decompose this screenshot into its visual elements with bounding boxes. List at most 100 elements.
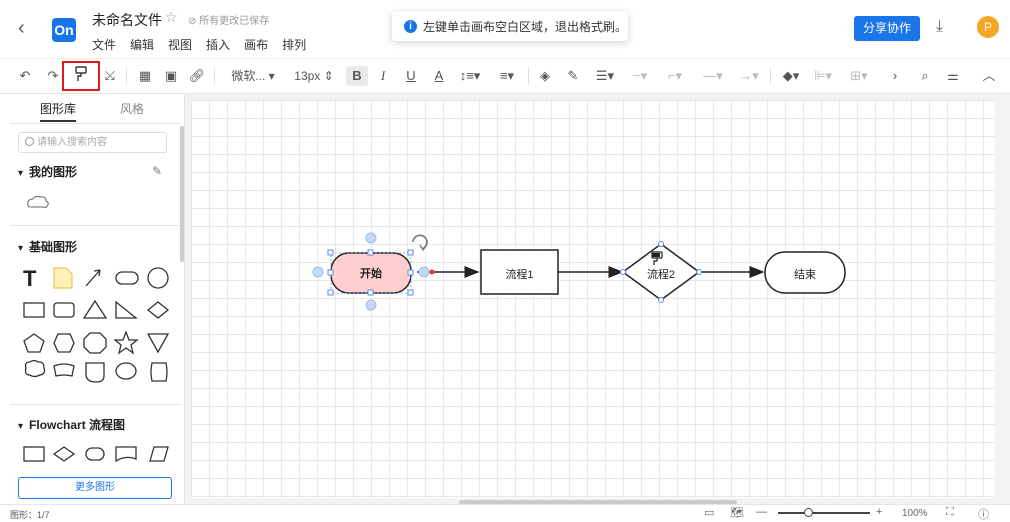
download-icon[interactable]: ⤓ (936, 18, 944, 35)
horizontal-scrollbar[interactable] (459, 500, 737, 504)
search-input[interactable]: 请输入搜索内容 (18, 132, 167, 153)
zoom-in-icon[interactable]: + (876, 506, 883, 518)
zoom-slider-handle[interactable] (804, 508, 813, 517)
section-my-shapes[interactable]: 我的图形 (18, 163, 77, 180)
underline-button[interactable]: U (406, 68, 416, 83)
menu-arrange[interactable]: 排列 (282, 38, 307, 52)
menu-view[interactable]: 视图 (168, 38, 193, 52)
font-size-select[interactable]: 13px ⇕ (294, 69, 334, 83)
bold-button[interactable]: B (346, 66, 368, 86)
italic-button[interactable]: I (380, 68, 386, 83)
page-layout-icon[interactable]: ▭ (704, 507, 715, 519)
toolbar-separator (214, 68, 215, 84)
distribute-icon[interactable]: ⊫▾ (814, 68, 832, 83)
find-replace-icon[interactable]: ⌕ (921, 68, 929, 83)
more-shapes-button[interactable]: 更多图形 (18, 477, 172, 499)
font-color-button[interactable]: A (434, 68, 444, 83)
wave-shape-icon (53, 363, 75, 377)
link-icon[interactable]: 🔗︎ (188, 68, 206, 83)
clear-format-icon[interactable]: ⤩ (104, 68, 116, 83)
line-end-icon[interactable]: →▾ (739, 68, 759, 83)
line-spacing-icon[interactable]: ↕≡▾ (459, 68, 481, 83)
menu-canvas[interactable]: 画布 (244, 38, 269, 52)
star-icon[interactable]: ☆ (165, 9, 178, 25)
ellipse-shape-icon (115, 362, 137, 380)
circle-shape-icon (147, 267, 169, 289)
barrel-shape-icon (150, 362, 168, 382)
arrow-shape-icon (85, 269, 101, 287)
chevron-right-icon[interactable]: › (892, 68, 898, 83)
app-logo: On (52, 18, 76, 42)
format-painter-cursor-icon (651, 251, 663, 265)
back-chevron-icon[interactable]: ‹ (18, 17, 25, 39)
cloud-shape-icon[interactable] (26, 194, 50, 210)
document-shape-icon (85, 362, 105, 383)
line-style-icon[interactable]: ┄▾ (632, 68, 648, 83)
menu-file[interactable]: 文件 (92, 38, 117, 52)
line-color-icon[interactable]: ✎ (567, 68, 579, 83)
avatar[interactable]: P (977, 16, 999, 38)
layers-icon[interactable]: ◆▾ (782, 68, 800, 83)
undo-icon[interactable]: ↶ (19, 68, 31, 83)
rectangle-shape-icon (23, 302, 45, 318)
document-flow-shape-icon (115, 446, 137, 463)
zoom-level[interactable]: 100% (902, 508, 928, 519)
text-shape-icon: T (23, 266, 37, 291)
menu-insert[interactable]: 插入 (206, 38, 231, 52)
save-status: ⊘ 所有更改已保存 (188, 16, 270, 27)
tab-style[interactable]: 风格 (120, 102, 145, 116)
pentagon-shape-icon (23, 333, 45, 353)
sidebar-scrollbar[interactable] (180, 126, 184, 262)
zoom-out-icon[interactable]: — (756, 506, 767, 518)
font-family-select[interactable]: 微软... ▾ (231, 69, 275, 83)
zoom-slider[interactable] (778, 512, 870, 514)
triangle-shape-icon (82, 299, 108, 319)
align-icon[interactable]: ≡▾ (499, 68, 515, 83)
cloud-shape-icon (24, 359, 46, 378)
highlight-box (62, 61, 100, 91)
menu-edit[interactable]: 编辑 (130, 38, 155, 52)
redo-icon[interactable]: ↷ (47, 68, 59, 83)
rounded-rect-shape-icon (115, 271, 139, 285)
edit-pencil-icon[interactable]: ✎ (152, 164, 163, 178)
tab-underline (40, 120, 76, 122)
inverted-triangle-shape-icon (146, 333, 170, 354)
node-process1-label: 流程1 (505, 269, 534, 281)
section-basic-shapes[interactable]: 基础图形 (18, 238, 77, 255)
fullscreen-icon[interactable]: ⛶ (946, 506, 954, 518)
canvas-page[interactable] (191, 100, 995, 498)
fill-pattern-icon[interactable]: ▦ (138, 68, 152, 83)
node-process2-label: 流程2 (646, 269, 676, 281)
node-end (764, 251, 846, 294)
minimap-icon[interactable]: 🗺︎ (730, 507, 744, 519)
basic-shapes-grid: T (23, 266, 170, 383)
image-icon[interactable]: ▣ (164, 68, 178, 83)
collapse-chevron-up-icon[interactable]: ︿ (982, 68, 996, 83)
right-triangle-shape-icon (115, 300, 138, 319)
section-flowchart[interactable]: Flowchart 流程图 (18, 416, 125, 433)
line-width-icon[interactable]: ☰▾ (595, 68, 615, 83)
divider (10, 123, 180, 124)
toast-message: i 左键单击画布空白区域，退出格式刷。 (392, 11, 628, 41)
red-anchor-point (429, 269, 435, 275)
decision-shape-icon (52, 446, 76, 462)
menu-bar: 文件 编辑 视图 插入 画布 排列 (92, 36, 306, 53)
star-shape-icon (113, 330, 139, 355)
connector-type-icon[interactable]: ⌐▾ (667, 68, 683, 83)
divider (10, 404, 180, 405)
document-title[interactable]: 未命名文件 (92, 12, 162, 28)
round-rectangle-shape-icon (53, 302, 75, 318)
toast-text: 左键单击画布空白区域，退出格式刷。 (423, 19, 628, 34)
process-shape-icon (23, 446, 45, 462)
tab-shape-library[interactable]: 图形库 (40, 102, 77, 116)
flowchart-shapes-row (23, 446, 169, 463)
format-painter-icon[interactable] (72, 66, 90, 86)
fill-color-icon[interactable]: ◈ (540, 68, 550, 83)
settings-sliders-icon[interactable]: ⚌ (947, 68, 959, 83)
share-button[interactable]: 分享协作 (854, 16, 920, 41)
help-icon[interactable]: ⓘ (978, 509, 989, 521)
terminator-shape-icon (85, 447, 105, 461)
group-icon[interactable]: ⊞▾ (850, 68, 868, 83)
line-start-icon[interactable]: —▾ (703, 68, 723, 83)
